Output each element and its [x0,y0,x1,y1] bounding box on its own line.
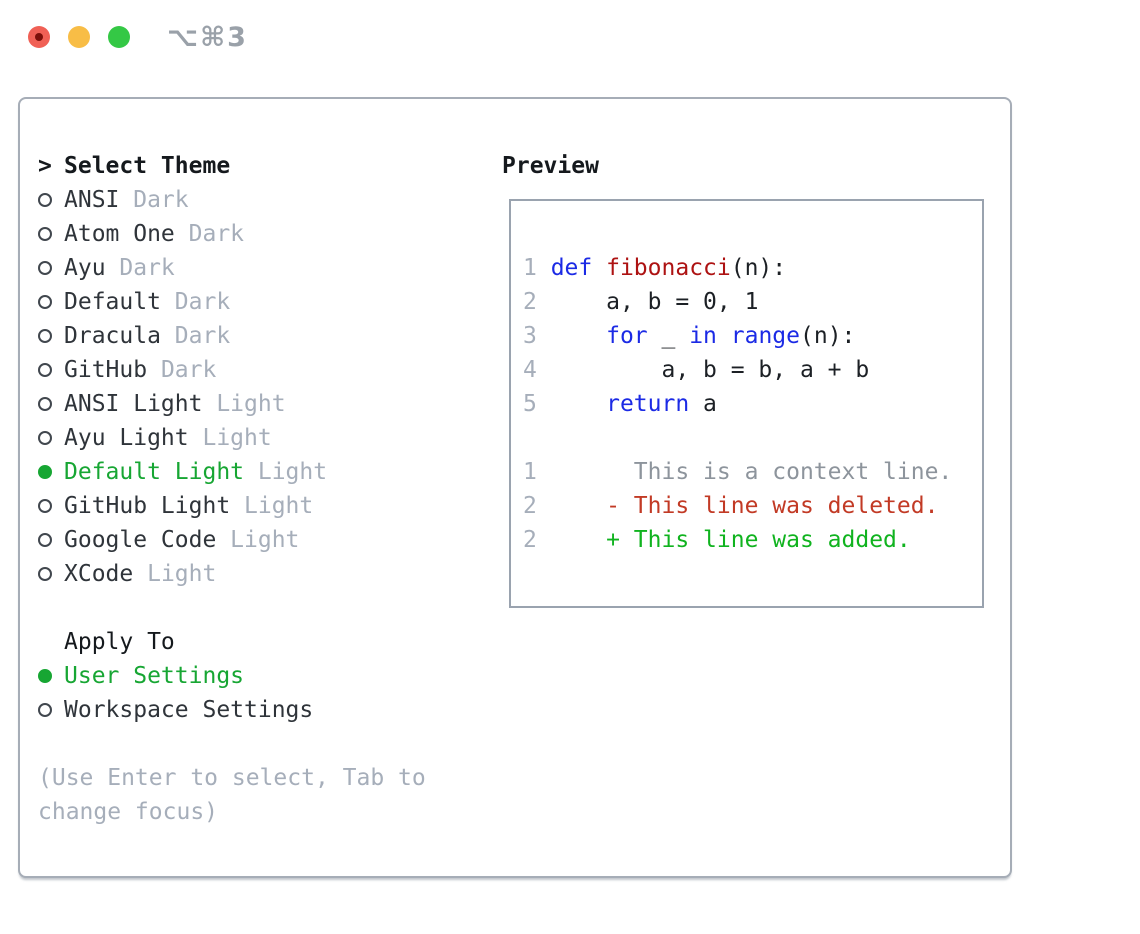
apply-to-title: Apply To [64,629,175,655]
chevron-right-icon: > [38,153,52,179]
theme-variant: Dark [188,221,245,247]
code-line: 5 return a [523,391,717,417]
theme-item[interactable]: Default Dark [38,285,426,319]
theme-item[interactable]: ANSI Light Light [38,387,426,421]
spacer [38,591,426,625]
apply-to-header: Apply To [38,625,426,659]
theme-item[interactable]: XCode Light [38,557,426,591]
theme-name: GitHub Light [64,493,231,519]
theme-item[interactable]: GitHub Dark [38,353,426,387]
radio-icon [38,465,52,479]
theme-list-column: > Select Theme ANSI Dark Atom One Dark A… [38,149,426,829]
theme-item[interactable]: Default Light Light [38,455,426,489]
theme-name: Dracula [64,323,161,349]
theme-name: Ayu Light [64,425,189,451]
apply-to-option[interactable]: User Settings [38,659,426,693]
theme-variant: Light [230,527,300,553]
radio-icon [38,703,52,717]
code-line: 2 + This line was added. [523,527,911,553]
window-controls [28,26,130,48]
theme-name: Workspace Settings [64,697,314,723]
radio-icon [38,669,52,683]
code-line: 3 for _ in range(n): [523,323,856,349]
help-line: change focus) [38,799,219,825]
theme-variant: Light [202,425,272,451]
theme-variant: Dark [174,323,231,349]
theme-name: User Settings [64,663,245,689]
theme-item[interactable]: GitHub Light Light [38,489,426,523]
close-button[interactable] [28,26,50,48]
code-line: 2 a, b = 0, 1 [523,289,759,315]
code-line: 2 - This line was deleted. [523,493,939,519]
theme-list-title: Select Theme [64,153,231,179]
theme-variant: Light [216,391,286,417]
theme-list-header: > Select Theme [38,149,426,183]
radio-icon [38,431,52,445]
radio-icon [38,295,52,309]
preview-title: Preview [502,153,599,179]
theme-picker-panel: > Select Theme ANSI Dark Atom One Dark A… [18,97,1012,878]
code-line: 1 def fibonacci(n): [523,255,787,281]
help-line: (Use Enter to select, Tab to [38,765,426,791]
theme-item[interactable]: Ayu Light Light [38,421,426,455]
theme-item[interactable]: Dracula Dark [38,319,426,353]
radio-icon [38,227,52,241]
radio-icon [38,397,52,411]
apply-to-option[interactable]: Workspace Settings [38,693,426,727]
code-line: 1 This is a context line. [523,459,953,485]
theme-name: ANSI [64,187,120,213]
code-line [523,421,982,455]
help-text: (Use Enter to select, Tab to change focus… [38,761,426,829]
apply-to-list: User Settings Workspace Settings [38,659,426,727]
spacer [38,727,426,761]
theme-item[interactable]: Ayu Dark [38,251,426,285]
theme-name: Google Code [64,527,217,553]
radio-icon [38,363,52,377]
theme-name: GitHub [64,357,148,383]
minimize-button[interactable] [68,26,90,48]
code-preview: 1 def fibonacci(n): 2 a, b = 0, 1 3 for _ … [511,201,982,557]
theme-variant: Dark [119,255,175,281]
radio-icon [38,329,52,343]
radio-icon [38,533,52,547]
theme-item[interactable]: Google Code Light [38,523,426,557]
theme-variant: Dark [174,289,231,315]
theme-name: Ayu [64,255,106,281]
theme-variant: Light [257,459,328,485]
theme-name: Atom One [64,221,175,247]
theme-item[interactable]: ANSI Dark [38,183,426,217]
radio-icon [38,567,52,581]
theme-item[interactable]: Atom One Dark [38,217,426,251]
radio-icon [38,261,52,275]
theme-name: ANSI Light [64,391,203,417]
preview-box: 1 def fibonacci(n): 2 a, b = 0, 1 3 for _ … [509,199,984,608]
theme-list: ANSI Dark Atom One Dark Ayu Dark Default… [38,183,426,591]
theme-name: Default [64,289,161,315]
theme-name: XCode [64,561,134,587]
theme-name: Default Light [64,459,245,485]
code-line: 4 a, b = b, a + b [523,357,870,383]
radio-icon [38,193,52,207]
theme-variant: Dark [160,357,217,383]
zoom-button[interactable] [108,26,130,48]
theme-variant: Light [244,493,314,519]
radio-icon [38,499,52,513]
theme-variant: Light [147,561,217,587]
window-shortcut-label: ⌥⌘3 [167,22,248,53]
theme-variant: Dark [133,187,189,213]
